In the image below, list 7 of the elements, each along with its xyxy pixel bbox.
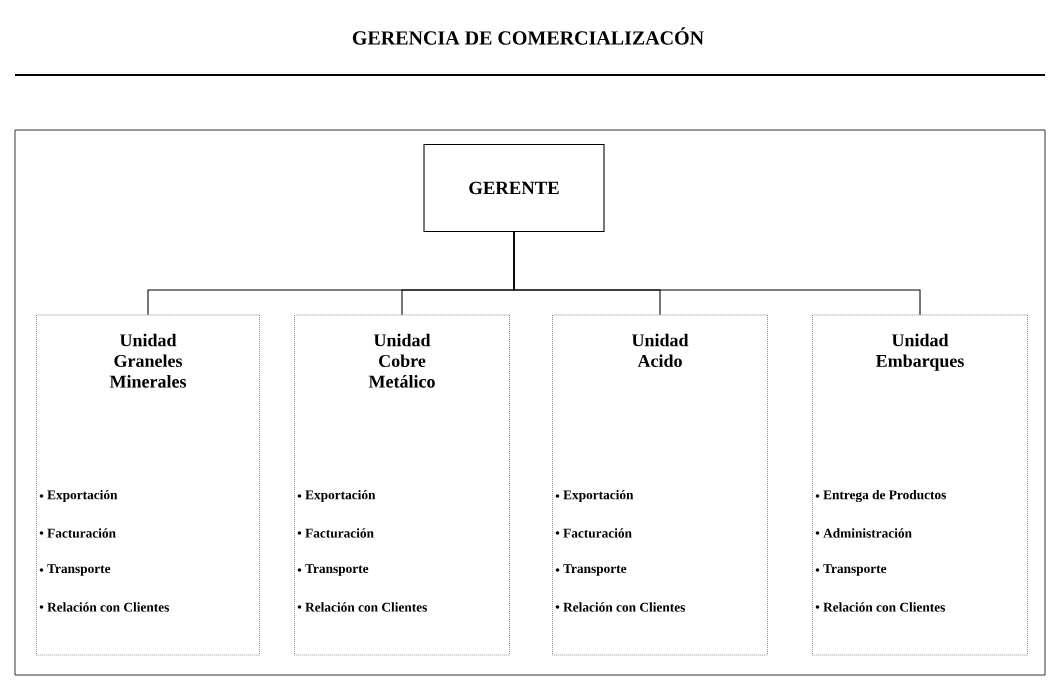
unit-box: Unidad Embarques Entrega de Productos Administración Transporte Relación con Clientes xyxy=(812,314,1028,656)
unit-box: Unidad Graneles Minerales Exportación Facturación Transporte Relación con Clientes xyxy=(36,314,260,656)
unit-box: Unidad Cobre Metálico Exportación Facturación Transporte Relación con Clientes xyxy=(294,314,510,656)
title: GERENCIA DE COMERCIALIZACÓN xyxy=(352,27,704,45)
unit-box: Unidad Acido Exportación Facturación Transporte Relación con Clientes xyxy=(552,314,768,656)
manager-box: GERENTE xyxy=(423,143,605,233)
connector-line xyxy=(513,231,921,316)
